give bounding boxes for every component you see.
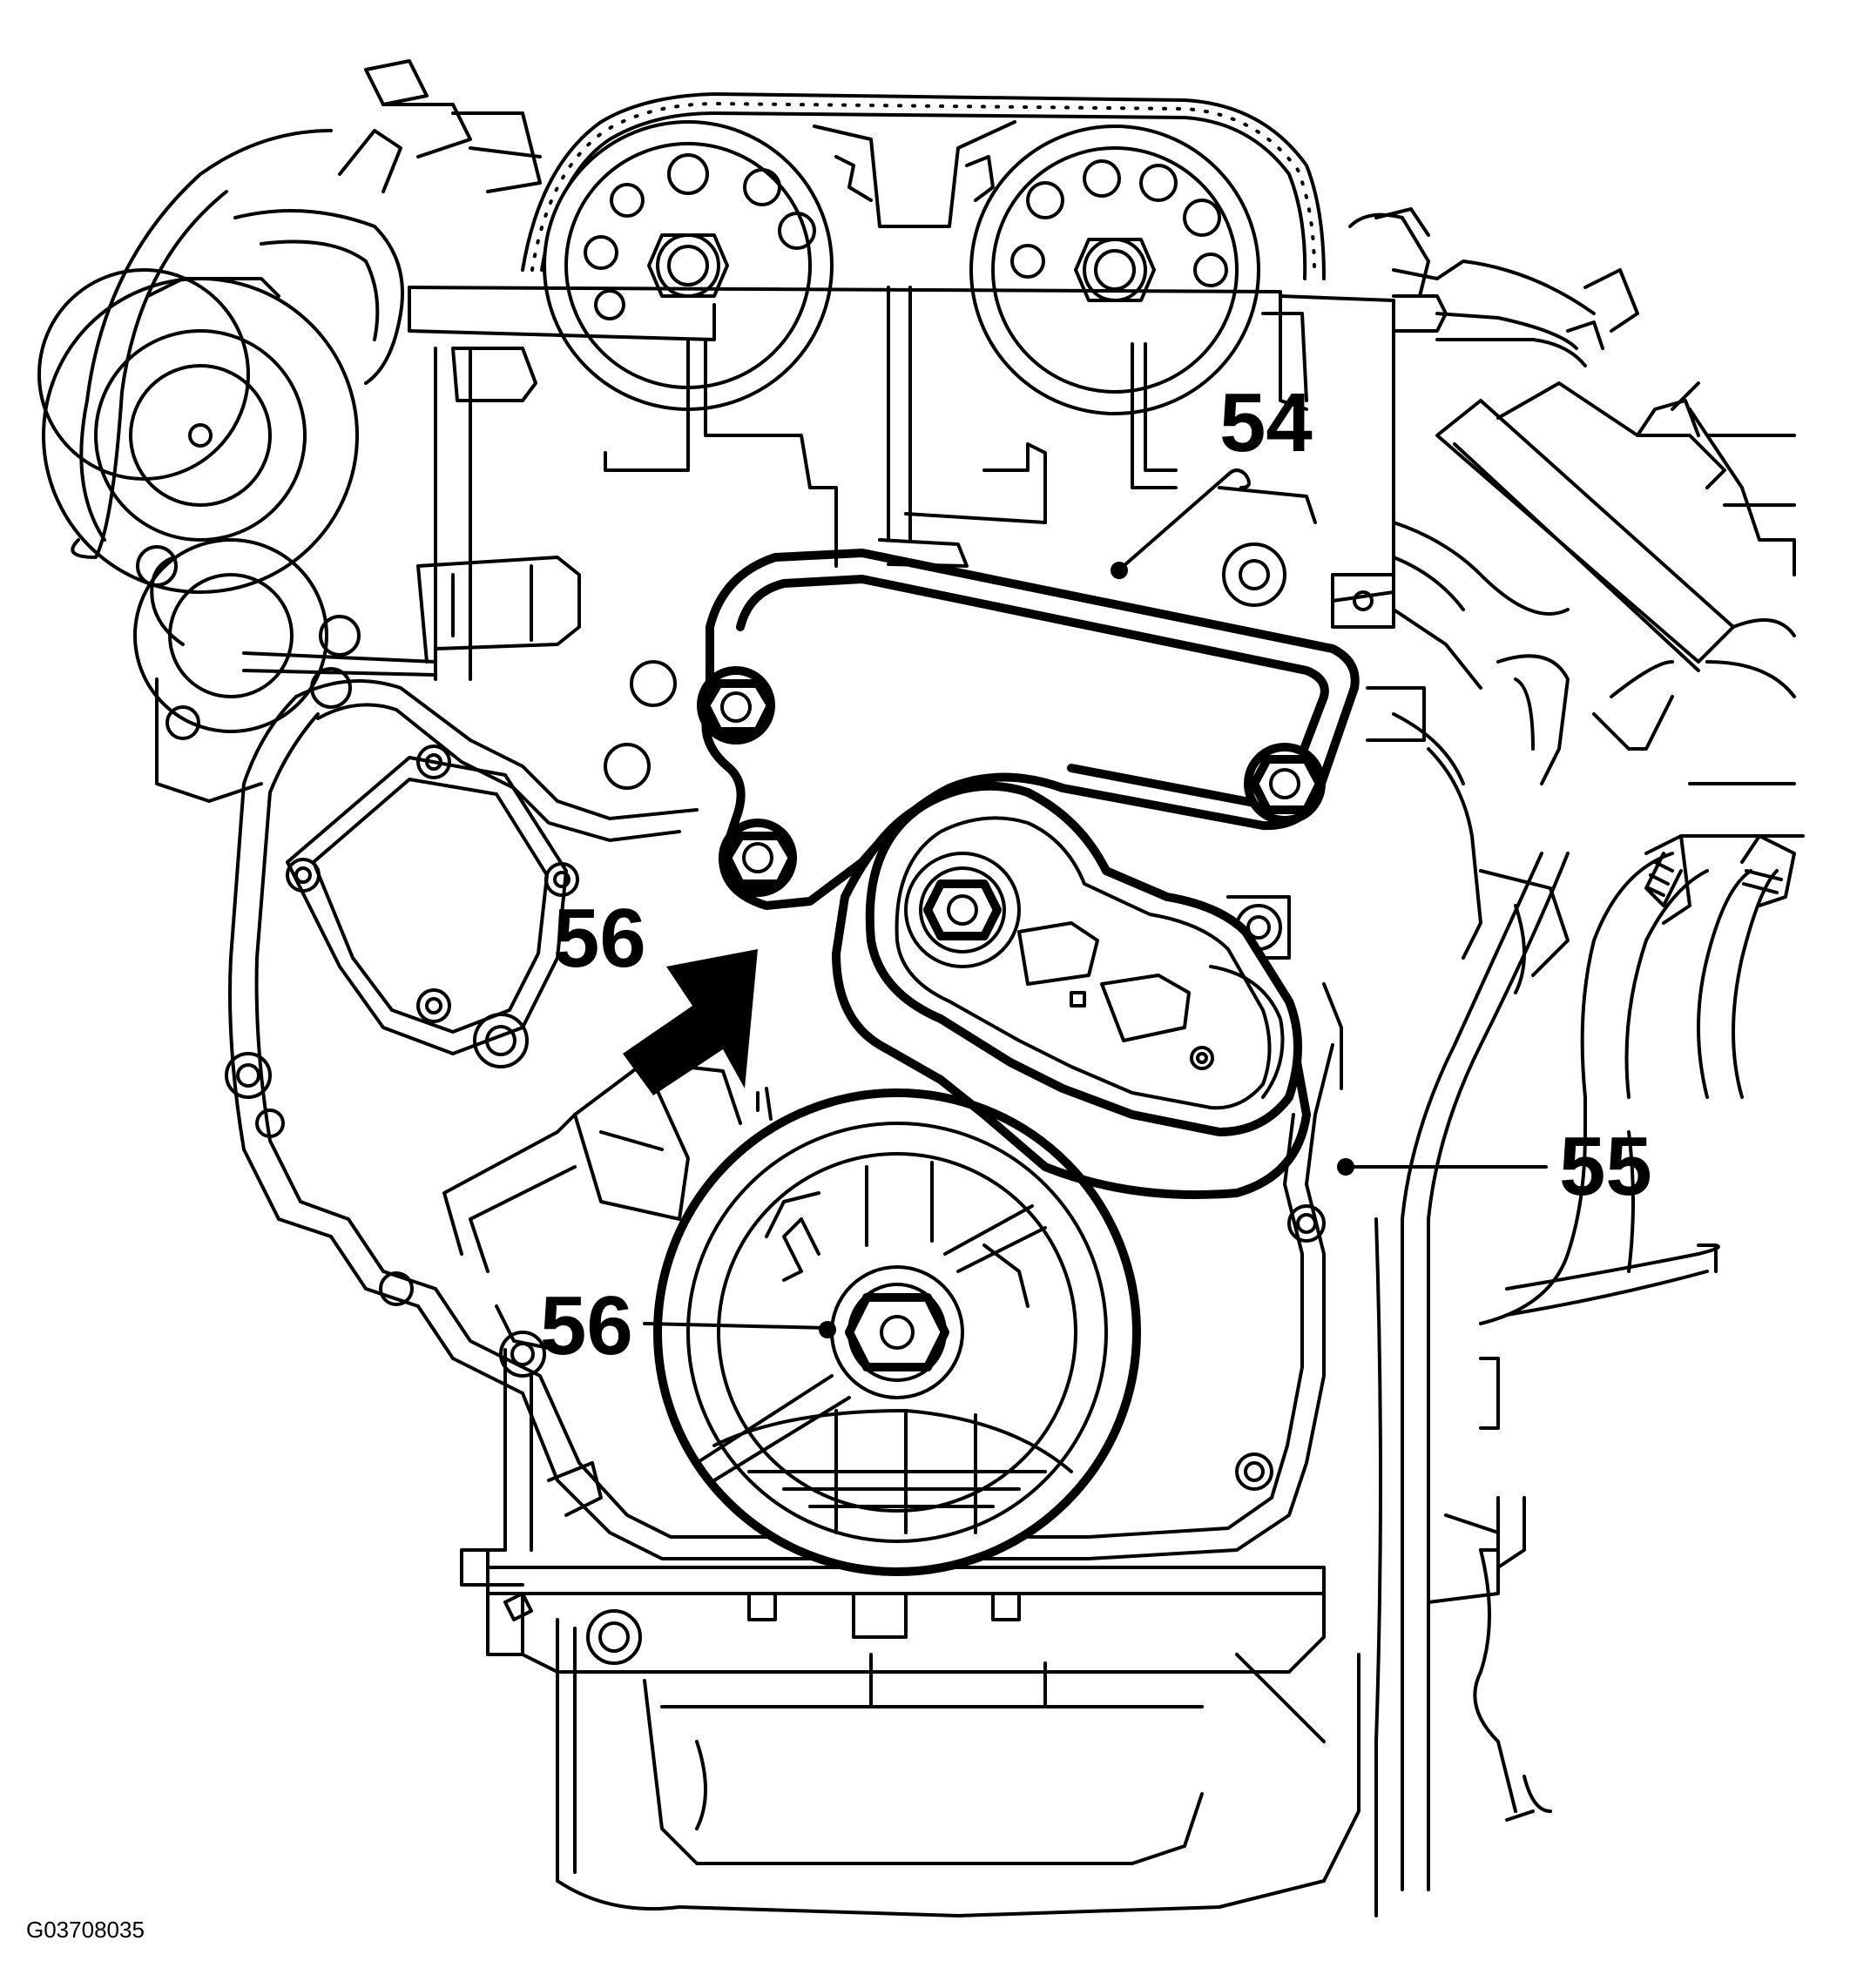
left-accessory-area xyxy=(37,59,542,803)
idler-bolts xyxy=(697,666,1326,897)
camshaft-sprocket-right xyxy=(969,125,1260,415)
callout-labels: 54 55 56 56 G03708035 xyxy=(26,376,1652,1943)
oil-pan xyxy=(460,1348,1500,1917)
callout-56-pulley: 56 xyxy=(540,1279,633,1372)
callout-leaders xyxy=(643,468,1548,1338)
figure-code: G03708035 xyxy=(26,1917,145,1943)
direction-arrow xyxy=(623,949,758,1095)
crankshaft-pulley xyxy=(653,1087,1141,1576)
chain-guide-center xyxy=(813,120,1016,228)
callout-54: 54 xyxy=(1219,376,1313,469)
callout-55: 55 xyxy=(1559,1120,1652,1213)
right-cables xyxy=(1374,852,1720,1917)
callout-56-arrow: 56 xyxy=(553,892,646,985)
sensor-connector xyxy=(442,1061,742,1351)
cylinder-head-block xyxy=(310,286,1426,790)
belt-tensioner xyxy=(865,781,1302,1136)
timing-cover xyxy=(225,679,1343,1560)
right-side-hoses xyxy=(1348,207,1805,1325)
